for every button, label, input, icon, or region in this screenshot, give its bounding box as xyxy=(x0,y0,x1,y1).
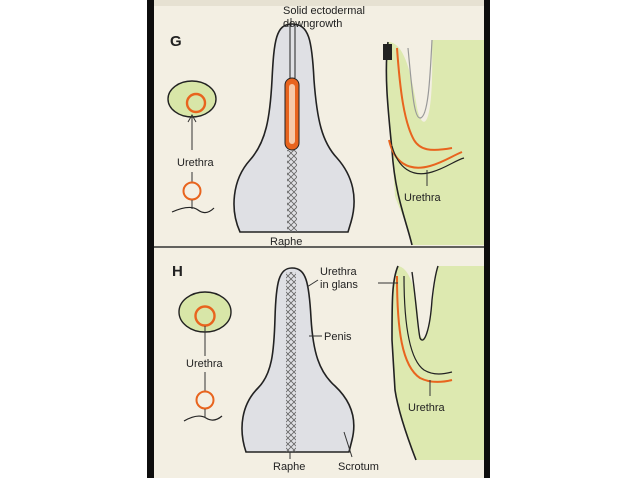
h-raphe-label: Raphe xyxy=(273,461,305,473)
panel-g: G Urethra Solid ectodermal downgrowt xyxy=(167,5,484,248)
h-cross-section: Urethra xyxy=(178,291,232,422)
h-urethra-label-right: Urethra xyxy=(408,402,446,414)
panel-letter-h: H xyxy=(172,263,183,280)
g-sagittal-section: Urethra xyxy=(383,39,484,246)
g-solid-label-line1: Solid ectodermal xyxy=(283,5,365,17)
h-central-drawing: Urethra in glans Penis Raphe Scrotum xyxy=(241,266,379,473)
h-urethra-label-left: Urethra xyxy=(186,358,224,370)
g-cross-section: Urethra xyxy=(167,80,217,214)
h-glans-label-line2: in glans xyxy=(320,279,358,291)
g-urethra-label-left: Urethra xyxy=(177,157,215,169)
g-central-drawing: Solid ectodermal downgrowth Raphe xyxy=(233,5,365,248)
h-scrotum-label: Scrotum xyxy=(338,461,379,473)
g-ectodermal-plug xyxy=(383,44,392,60)
h-penis-label: Penis xyxy=(324,331,352,343)
h-glans-label-line1: Urethra xyxy=(320,266,358,278)
g-urethra-label-right: Urethra xyxy=(404,192,442,204)
panel-h: H Urethra Urethra in glans Penis Raphe S… xyxy=(172,263,484,473)
g-solid-label-line2: downgrowth xyxy=(283,18,342,30)
panel-letter-g: G xyxy=(170,33,182,50)
h-sagittal-section: Urethra xyxy=(378,265,484,461)
g-raphe-label: Raphe xyxy=(270,236,302,248)
